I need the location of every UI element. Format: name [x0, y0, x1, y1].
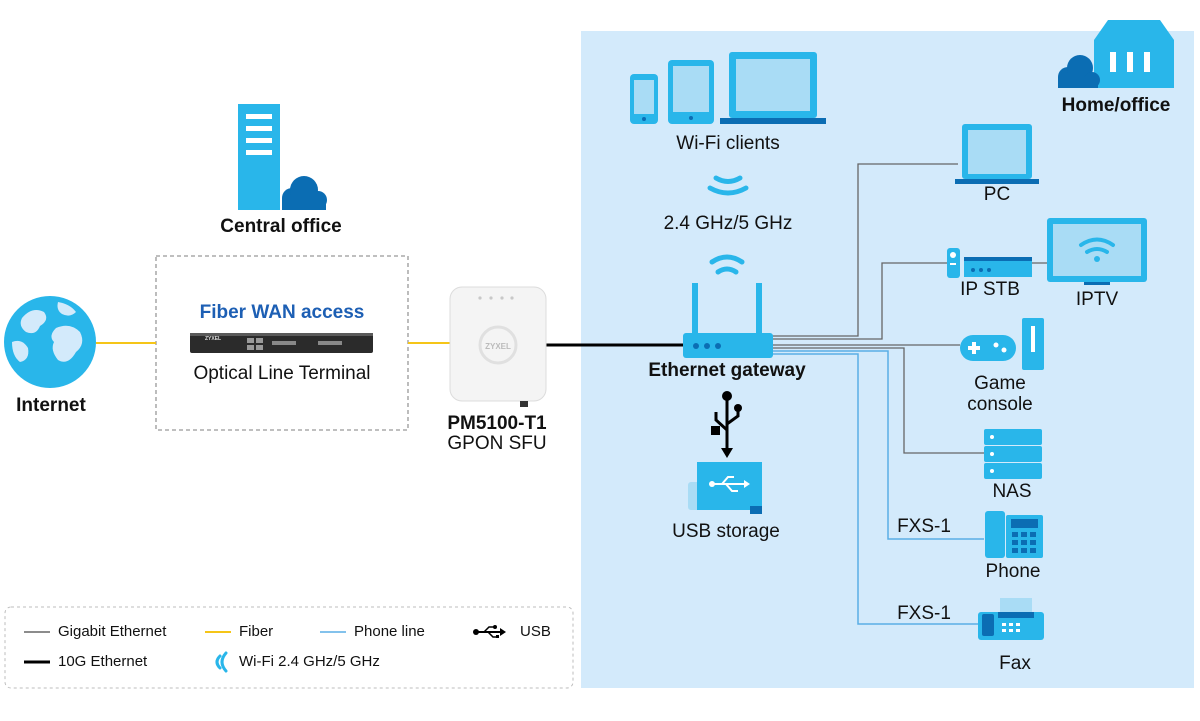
fxs-fax-label: FXS-1 [897, 603, 951, 624]
wifi-icon [707, 175, 749, 196]
legend-phone-line-label: Phone line [354, 623, 425, 640]
iptv-icon [1047, 218, 1147, 285]
legend-usb-icon [473, 625, 506, 638]
legend-fiber-label: Fiber [239, 623, 274, 640]
gateway-wifi-icon [709, 254, 745, 275]
tablet-client-icon [668, 60, 714, 124]
device-type-label: GPON SFU [447, 433, 547, 454]
phone-client-icon [630, 74, 658, 124]
phone-lines [772, 350, 984, 625]
olt-brand: ZYXEL [205, 336, 221, 342]
fxs-phone-label: FXS-1 [897, 516, 951, 537]
fiber-wan-label: Fiber WAN access [199, 302, 365, 323]
fax-icon [978, 598, 1044, 640]
gpon-sfu-device: ZYXEL [449, 286, 547, 407]
game-console-icon [960, 318, 1044, 370]
gigabit-links [772, 163, 1047, 454]
fax-label: Fax [999, 653, 1031, 674]
legend-usb-label: USB [520, 623, 551, 640]
device-model-label: PM5100-T1 [447, 413, 547, 434]
wifi-band-label: 2.4 GHz/5 GHz [663, 213, 793, 234]
wifi-clients-label: Wi-Fi clients [676, 133, 780, 154]
olt-device-icon: ZYXEL [190, 333, 373, 353]
globe-icon [4, 296, 96, 388]
usb-icon-details [711, 391, 742, 458]
home-office-label: Home/office [1061, 95, 1171, 116]
internet-label: Internet [16, 395, 86, 416]
phone-label: Phone [985, 561, 1041, 582]
legend-wifi-icon [215, 651, 228, 673]
usb-storage-icon [688, 462, 762, 514]
pc-label: PC [983, 184, 1011, 205]
pc-icon [955, 124, 1039, 184]
legend-marks [24, 625, 506, 673]
usb-storage-label: USB storage [672, 521, 780, 542]
game-console-label-line2: console [967, 394, 1033, 415]
legend-gigabit-label: Gigabit Ethernet [58, 623, 167, 640]
building-icon [1058, 20, 1174, 88]
iptv-label: IPTV [1075, 289, 1119, 310]
legend-wifi-label: Wi-Fi 2.4 GHz/5 GHz [239, 653, 380, 670]
laptop-client-icon [720, 52, 826, 124]
nas-icon [984, 429, 1042, 479]
legend-ten-g-label: 10G Ethernet [58, 653, 148, 670]
central-office-label: Central office [220, 216, 342, 237]
server-icon [238, 104, 327, 210]
gateway-icon [683, 283, 773, 358]
telephone-icon [985, 511, 1043, 558]
ip-stb-label: IP STB [960, 279, 1020, 300]
ip-stb-icon [947, 248, 1032, 278]
game-console-label-line1: Game [974, 373, 1026, 394]
device-brand: ZYXEL [485, 342, 511, 351]
nas-label: NAS [992, 481, 1032, 502]
legend-box [4, 606, 574, 689]
gateway-label: Ethernet gateway [648, 360, 806, 381]
olt-label: Optical Line Terminal [193, 363, 371, 384]
